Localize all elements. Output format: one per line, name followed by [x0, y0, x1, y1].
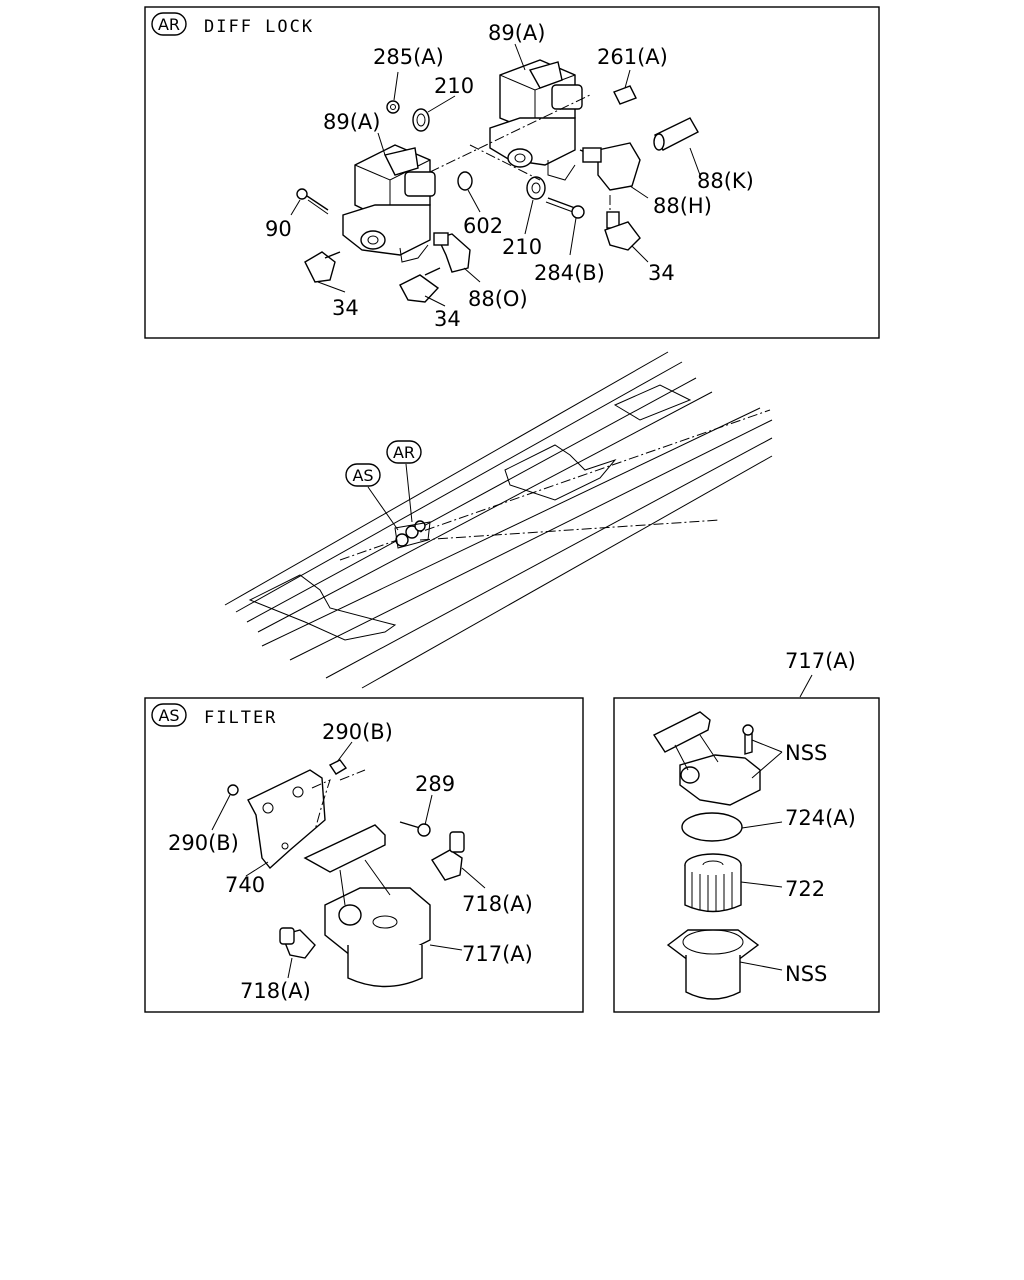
bolt-289 — [399, 821, 431, 837]
filter-leaders — [211, 741, 486, 979]
filter-badge-text: AS — [158, 706, 179, 725]
filter-panel: AS FILTER — [144, 697, 584, 1013]
label-210-mid: 210 — [502, 235, 542, 259]
label-nss-top: NSS — [785, 741, 827, 765]
label-88k: 88(K) — [697, 169, 754, 193]
filter-badge: AS — [151, 703, 187, 727]
frame-badge-as: AS — [345, 463, 399, 531]
bracket-740 — [247, 769, 326, 870]
elbow-34-bottom — [399, 267, 441, 303]
washer-210-top — [412, 108, 430, 132]
elbow-34-left — [304, 251, 341, 283]
filter-bowl — [666, 929, 760, 1000]
label-718a-right: 718(A) — [462, 892, 533, 916]
label-285a: 285(A) — [373, 45, 444, 69]
elbow-88o — [433, 232, 471, 273]
chassis-frame-view: AS AR — [224, 351, 773, 689]
label-34-left: 34 — [332, 296, 359, 320]
bolt-284b — [545, 197, 585, 219]
label-34-bottom: 34 — [434, 307, 461, 331]
label-290b-top: 290(B) — [322, 720, 393, 744]
label-nss-bottom: NSS — [785, 962, 827, 986]
label-740: 740 — [225, 873, 265, 897]
elbow-34-right — [604, 211, 641, 251]
elbow-718a-right — [431, 831, 465, 881]
label-284b: 284(B) — [534, 261, 605, 285]
breakdown-panel-border — [613, 697, 880, 1013]
washer-210-mid — [526, 176, 546, 200]
filter-element-722 — [684, 853, 742, 913]
label-724a: 724(A) — [785, 806, 856, 830]
filter-breakdown-panel: 717(A) — [613, 649, 880, 1013]
label-88o: 88(O) — [468, 287, 528, 311]
label-602: 602 — [463, 214, 503, 238]
diff-lock-badge: AR — [151, 12, 187, 36]
nut-285a — [386, 100, 400, 114]
diff-lock-title: DIFF LOCK — [204, 17, 314, 37]
left-solenoid-valve-89a — [342, 144, 436, 263]
bolt-90 — [296, 188, 329, 215]
label-34-right: 34 — [648, 261, 675, 285]
label-717a: 717(A) — [462, 942, 533, 966]
label-261a: 261(A) — [597, 45, 668, 69]
label-289: 289 — [415, 772, 455, 796]
filter-location-marker — [394, 520, 431, 549]
filter-title: FILTER — [204, 708, 277, 728]
frame-badge-ar-text: AR — [393, 443, 415, 462]
upper-solenoid-valve-89a — [489, 59, 583, 181]
label-718a-bottom: 718(A) — [240, 979, 311, 1003]
label-290b-left: 290(B) — [168, 831, 239, 855]
nut-290b-left — [227, 784, 239, 796]
o-ring-724a — [681, 812, 743, 842]
label-722: 722 — [785, 877, 825, 901]
breakdown-leaders — [739, 739, 783, 971]
sleeve-88k — [653, 117, 699, 151]
diff-lock-panel: AR DIFF LOCK — [144, 6, 880, 339]
frame-badge-as-text: AS — [352, 466, 373, 485]
filter-head-717a — [303, 824, 431, 988]
label-90: 90 — [265, 217, 292, 241]
diff-lock-panel-border — [144, 6, 880, 339]
elbow-88h — [579, 142, 641, 191]
frame-badge-ar: AR — [386, 440, 422, 523]
diff-lock-leaders — [290, 43, 701, 307]
filter-panel-border — [144, 697, 584, 1013]
label-88h: 88(H) — [653, 194, 712, 218]
plug-261a — [613, 85, 637, 105]
nut-290b-top — [328, 759, 348, 775]
label-89a-left: 89(A) — [323, 110, 380, 134]
breakdown-header: 717(A) — [785, 649, 856, 673]
diff-lock-badge-text: AR — [158, 15, 180, 34]
label-210-top: 210 — [434, 74, 474, 98]
elbow-718a-bottom — [279, 927, 316, 959]
o-ring-602 — [457, 171, 473, 191]
filter-head-assembly — [652, 711, 761, 806]
label-89a-top: 89(A) — [488, 21, 545, 45]
